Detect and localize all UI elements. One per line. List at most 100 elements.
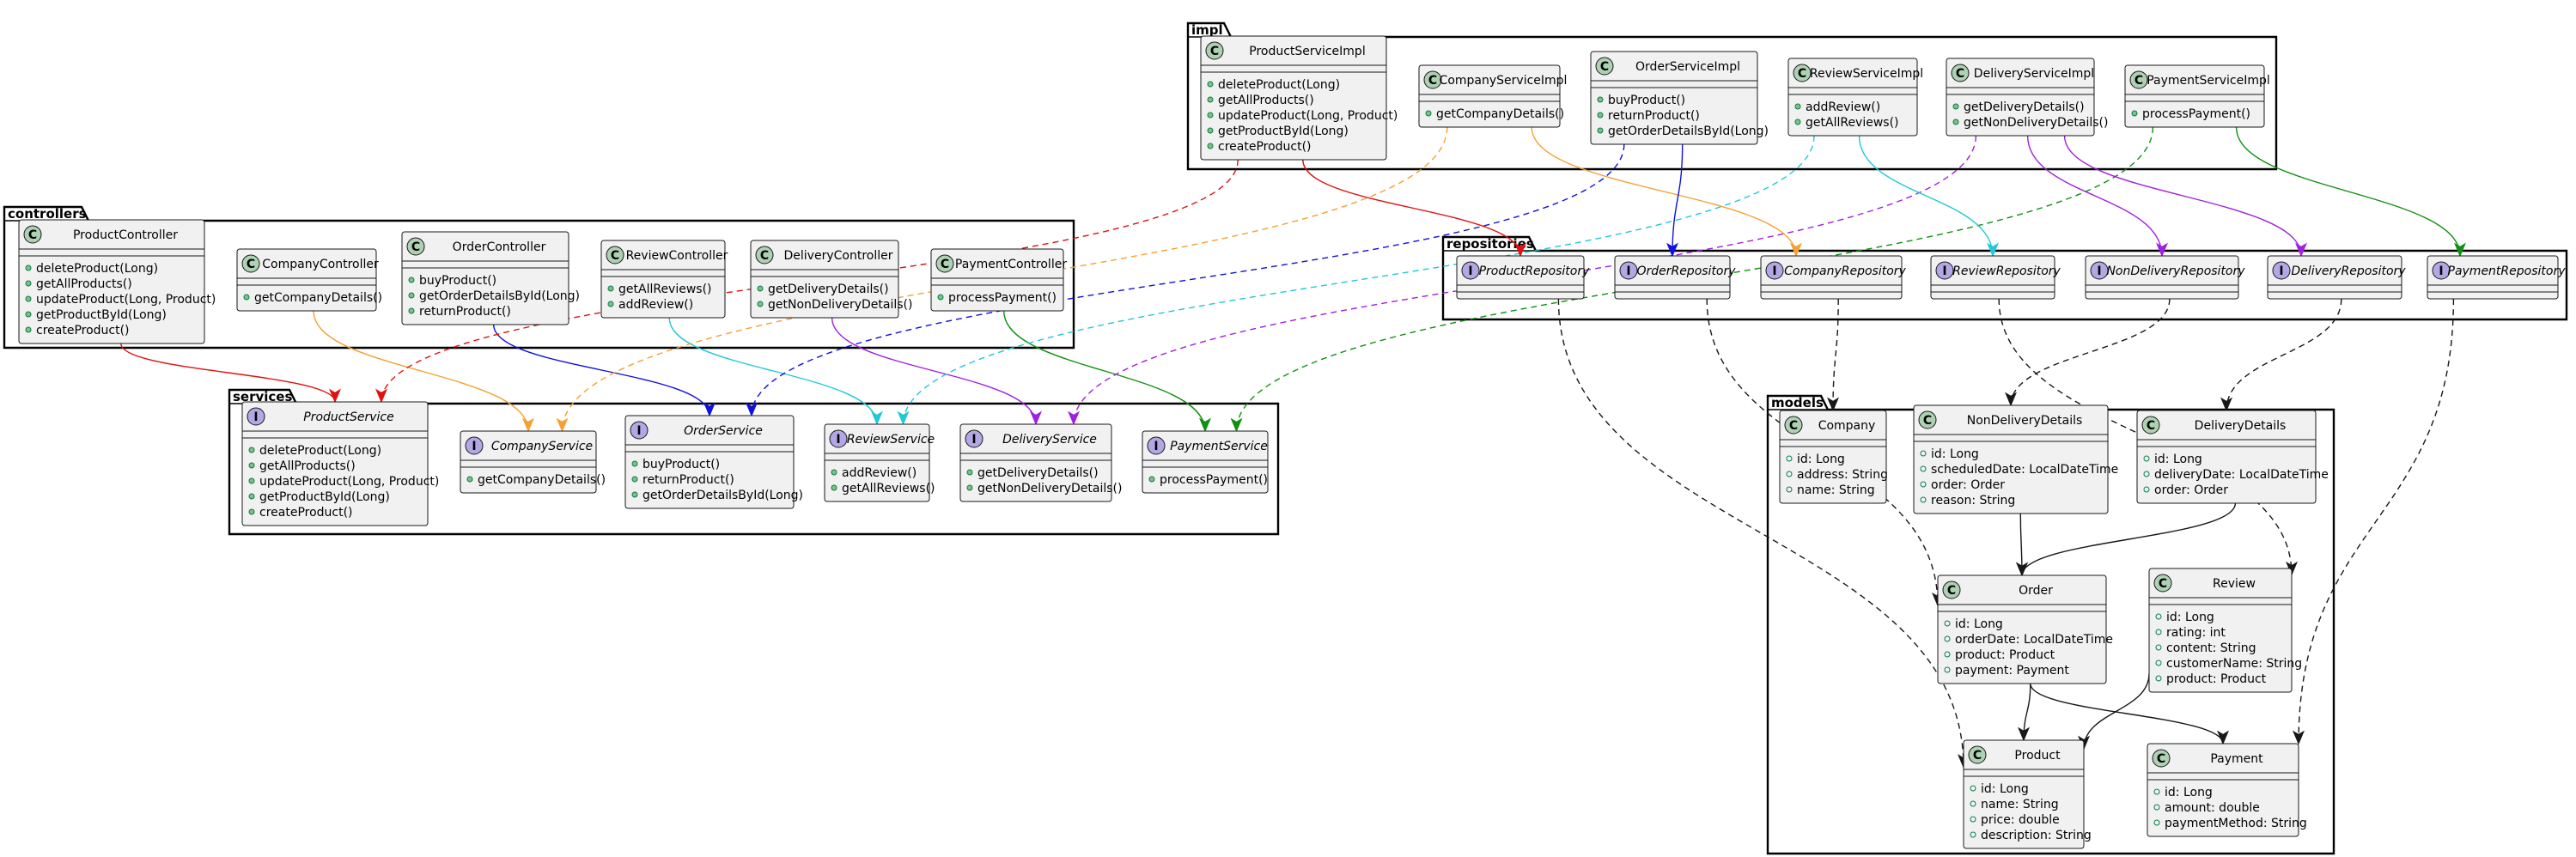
method-item: getCompanyDetails() [478, 473, 606, 487]
association-arrow [120, 343, 341, 404]
method-item: processPayment() [2142, 107, 2250, 121]
badge-letter: C [411, 240, 420, 254]
public-method-icon [248, 508, 255, 515]
class-name: CompanyService [491, 440, 593, 453]
method-item: getAllReviews() [618, 283, 712, 296]
field-item: id: Long [1981, 782, 2029, 796]
class-name: PaymentController [955, 258, 1067, 271]
method-item: getOrderDetailsById(Long) [642, 489, 803, 502]
class-name: CompanyRepository [1784, 264, 1906, 278]
class-name: OrderService [684, 424, 763, 438]
association-arrow [313, 310, 534, 433]
association-arrow [2018, 683, 2031, 742]
field-item: content: String [2166, 641, 2256, 655]
public-field-icon [2143, 455, 2150, 462]
class-badge-icon [1595, 57, 1614, 76]
class-badge-icon [406, 237, 425, 256]
interface-badge-icon [1461, 261, 1480, 280]
public-field-icon [2153, 819, 2160, 826]
public-method-icon [408, 292, 415, 299]
public-method-icon [248, 477, 255, 484]
interface-badge-icon [1765, 261, 1784, 280]
method-item: getAllProducts() [36, 277, 132, 291]
class-name: ProductService [303, 410, 393, 424]
association-arrow [1531, 126, 1802, 258]
interface-badge-icon [1935, 261, 1954, 280]
class-badge-icon [1951, 64, 1970, 82]
method-item: getNonDeliveryDetails() [1964, 116, 2108, 130]
method-item: getCompanyDetails() [254, 291, 382, 305]
method-item: getAllReviews() [842, 482, 935, 495]
public-method-icon [248, 447, 255, 453]
public-method-icon [831, 484, 837, 491]
method-item: buyProduct() [1608, 94, 1685, 107]
badge-letter: C [1210, 45, 1219, 58]
class-name: Company [1818, 419, 1876, 433]
class-badge-icon [1793, 64, 1812, 82]
method-item: getProductById(Long) [259, 490, 390, 504]
method-item: createProduct() [36, 324, 130, 337]
class-badge-icon [1942, 580, 1961, 599]
class-name: OrderRepository [1636, 264, 1736, 278]
class-name: ReviewController [626, 249, 728, 263]
public-field-icon [1920, 481, 1927, 488]
public-field-icon [1920, 450, 1927, 457]
public-method-icon [631, 491, 638, 498]
field-item: id: Long [2166, 611, 2214, 624]
class-name: CompanyController [262, 258, 379, 271]
field-item: payment: Payment [1955, 664, 2069, 678]
interface-badge-icon [1147, 436, 1166, 455]
badge-letter: C [2147, 419, 2155, 433]
interface-badge-icon [965, 429, 984, 448]
public-field-icon [2155, 629, 2162, 635]
package-label: controllers [8, 206, 87, 222]
method-item: getOrderDetailsById(Long) [1608, 125, 1769, 138]
public-method-icon [25, 311, 32, 318]
field-item: address: String [1797, 468, 1888, 482]
field-item: amount: double [2165, 801, 2260, 815]
association-arrow [668, 317, 883, 426]
public-method-icon [1207, 81, 1214, 88]
public-field-icon [1970, 831, 1976, 838]
method-item: getDeliveryDetails() [768, 283, 889, 296]
method-item: getProductById(Long) [36, 308, 167, 322]
association-arrow [1302, 159, 1526, 258]
class-name: ReviewService [847, 433, 935, 447]
class-badge-icon [2152, 749, 2171, 768]
badge-letter: C [2134, 74, 2143, 88]
class-name: PaymentService [1170, 440, 1268, 453]
badge-letter: C [28, 228, 37, 242]
